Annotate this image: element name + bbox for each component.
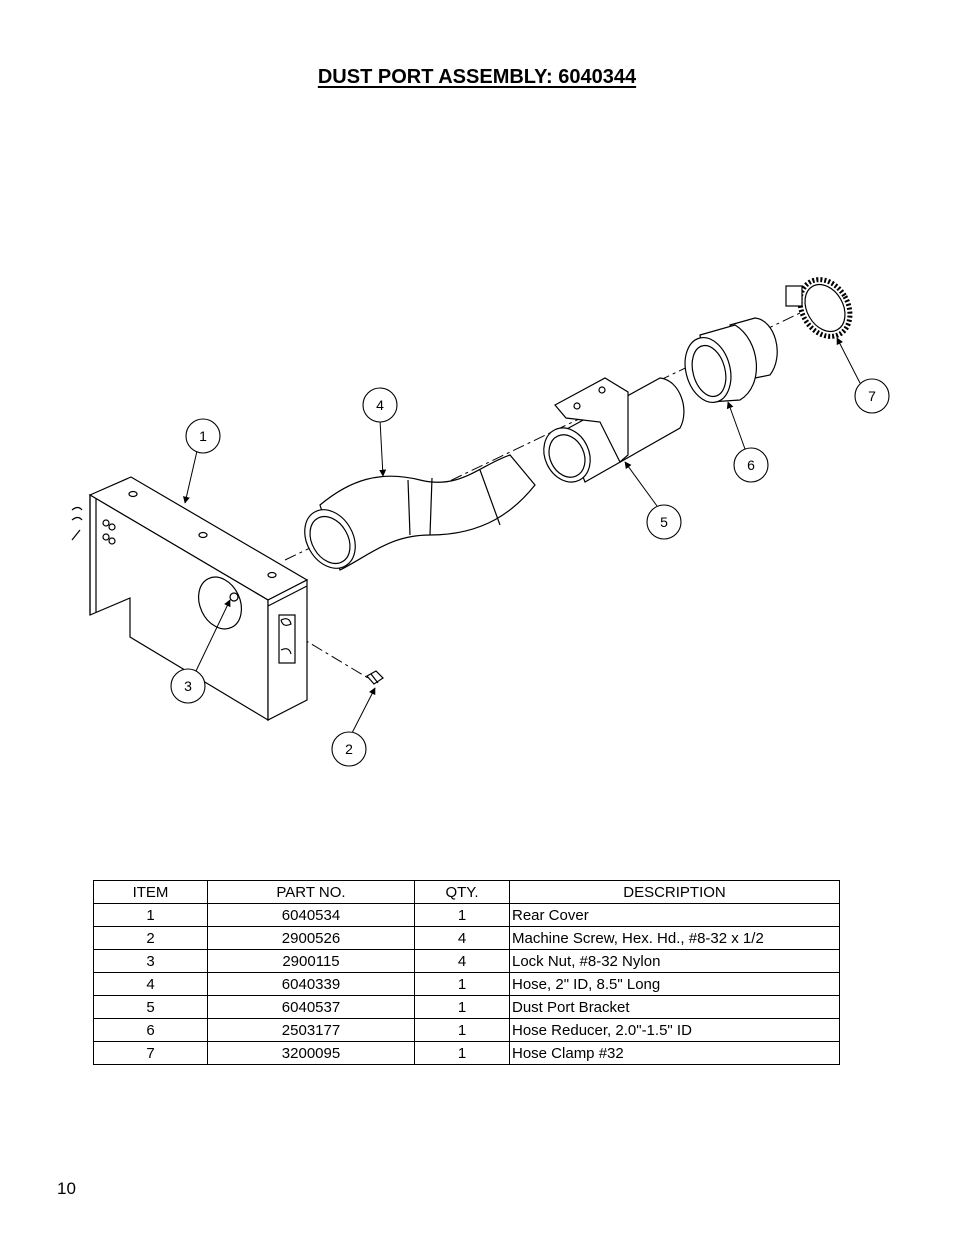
cell-qty: 1 (414, 972, 510, 996)
callout-7-label: 7 (868, 388, 876, 404)
table-row: 2 2900526 4 Machine Screw, Hex. Hd., #8-… (93, 926, 840, 950)
cell-item: 4 (93, 972, 208, 996)
callout-6-label: 6 (747, 457, 755, 473)
rear-cover-drawing (71, 476, 309, 722)
cell-description: Rear Cover (509, 903, 840, 927)
cell-description: Lock Nut, #8-32 Nylon (509, 949, 840, 973)
table-row: 7 3200095 1 Hose Clamp #32 (93, 1041, 840, 1065)
cell-item: 2 (93, 926, 208, 950)
header-description: DESCRIPTION (509, 880, 840, 904)
callout-4-label: 4 (376, 397, 384, 413)
table-row: 1 6040534 1 Rear Cover (93, 903, 840, 927)
machine-screw-drawing (366, 670, 384, 685)
hose-clamp-drawing (785, 277, 853, 339)
hose-reducer-drawing (684, 317, 778, 403)
cell-qty: 1 (414, 903, 510, 927)
cell-part-no: 2900526 (207, 926, 415, 950)
table-row: 6 2503177 1 Hose Reducer, 2.0"-1.5" ID (93, 1018, 840, 1042)
callout-2-label: 2 (345, 741, 353, 757)
callout-7: 7 (854, 378, 890, 414)
callout-1: 1 (185, 418, 221, 454)
callout-3: 3 (170, 668, 206, 704)
cell-qty: 1 (414, 995, 510, 1019)
cell-qty: 4 (414, 926, 510, 950)
callout-3-label: 3 (184, 678, 192, 694)
cell-part-no: 3200095 (207, 1041, 415, 1065)
page-number: 10 (57, 1179, 76, 1198)
dust-port-bracket-drawing (543, 377, 685, 483)
callout-5-label: 5 (660, 514, 668, 530)
callout-5: 5 (646, 504, 682, 540)
cell-qty: 4 (414, 949, 510, 973)
cell-part-no: 2503177 (207, 1018, 415, 1042)
exploded-parts-diagram: 1 2 3 4 5 6 7 (71, 277, 890, 767)
parts-list-table: ITEM PART NO. QTY. DESCRIPTION 1 6040534… (93, 880, 840, 1065)
callout-2: 2 (331, 731, 367, 767)
cell-item: 5 (93, 995, 208, 1019)
callout-1-label: 1 (199, 428, 207, 444)
table-header-row: ITEM PART NO. QTY. DESCRIPTION (93, 880, 840, 904)
cell-item: 6 (93, 1018, 208, 1042)
cell-description: Hose Clamp #32 (509, 1041, 840, 1065)
table-row: 4 6040339 1 Hose, 2" ID, 8.5" Long (93, 972, 840, 996)
hose-drawing (304, 454, 536, 571)
cell-description: Hose Reducer, 2.0"-1.5" ID (509, 1018, 840, 1042)
leader-lines (183, 337, 861, 734)
cell-part-no: 2900115 (207, 949, 415, 973)
cell-part-no: 6040534 (207, 903, 415, 927)
cell-part-no: 6040537 (207, 995, 415, 1019)
cell-description: Machine Screw, Hex. Hd., #8-32 x 1/2 (509, 926, 840, 950)
callout-4: 4 (362, 387, 398, 423)
page-title: DUST PORT ASSEMBLY: 6040344 (317, 66, 637, 88)
cell-part-no: 6040339 (207, 972, 415, 996)
header-qty: QTY. (414, 880, 510, 904)
cell-qty: 1 (414, 1041, 510, 1065)
cell-description: Dust Port Bracket (509, 995, 840, 1019)
header-item: ITEM (93, 880, 208, 904)
cell-item: 3 (93, 949, 208, 973)
cell-description: Hose, 2" ID, 8.5" Long (509, 972, 840, 996)
table-row: 5 6040537 1 Dust Port Bracket (93, 995, 840, 1019)
header-part-no: PART NO. (207, 880, 415, 904)
table-row: 3 2900115 4 Lock Nut, #8-32 Nylon (93, 949, 840, 973)
callout-6: 6 (733, 447, 769, 483)
cell-qty: 1 (414, 1018, 510, 1042)
cell-item: 7 (93, 1041, 208, 1065)
cell-item: 1 (93, 903, 208, 927)
